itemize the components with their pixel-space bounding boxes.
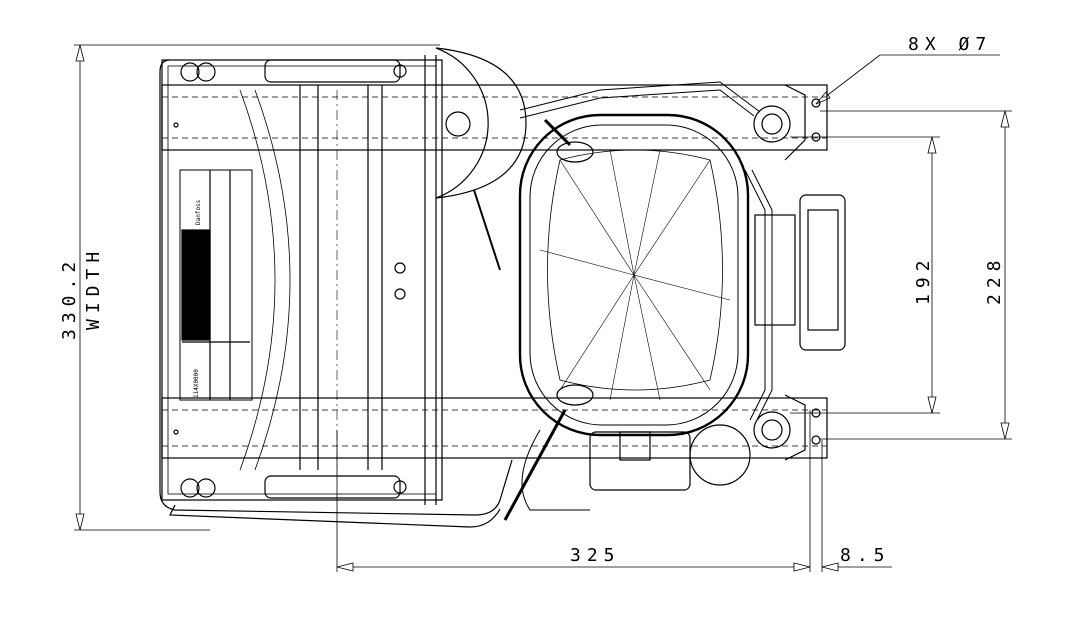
nameplate-logo: Danfoss: [195, 199, 202, 225]
nameplate-part-number: 114X0000: [193, 369, 200, 398]
compressor-body: [503, 113, 751, 521]
fan-motor: [435, 47, 527, 271]
pipes: [519, 81, 773, 511]
dim-mount-offset: 8.5: [840, 545, 891, 566]
electrical-box: [754, 194, 846, 351]
dim-holes-label: 8X Ø7: [908, 34, 992, 55]
dim-mount-inner: 192: [913, 254, 934, 305]
mount-grommets: [753, 84, 821, 461]
nameplate: Danfoss 114X0000: [179, 169, 253, 401]
condenser-unit: [159, 55, 513, 528]
dim-width-label: WIDTH: [83, 246, 104, 330]
dimension-lines: [74, 44, 1012, 572]
dim-width-value: 330.2: [59, 256, 80, 340]
dim-mount-outer: 228: [984, 254, 1005, 305]
dim-mount-length: 325: [570, 545, 621, 566]
